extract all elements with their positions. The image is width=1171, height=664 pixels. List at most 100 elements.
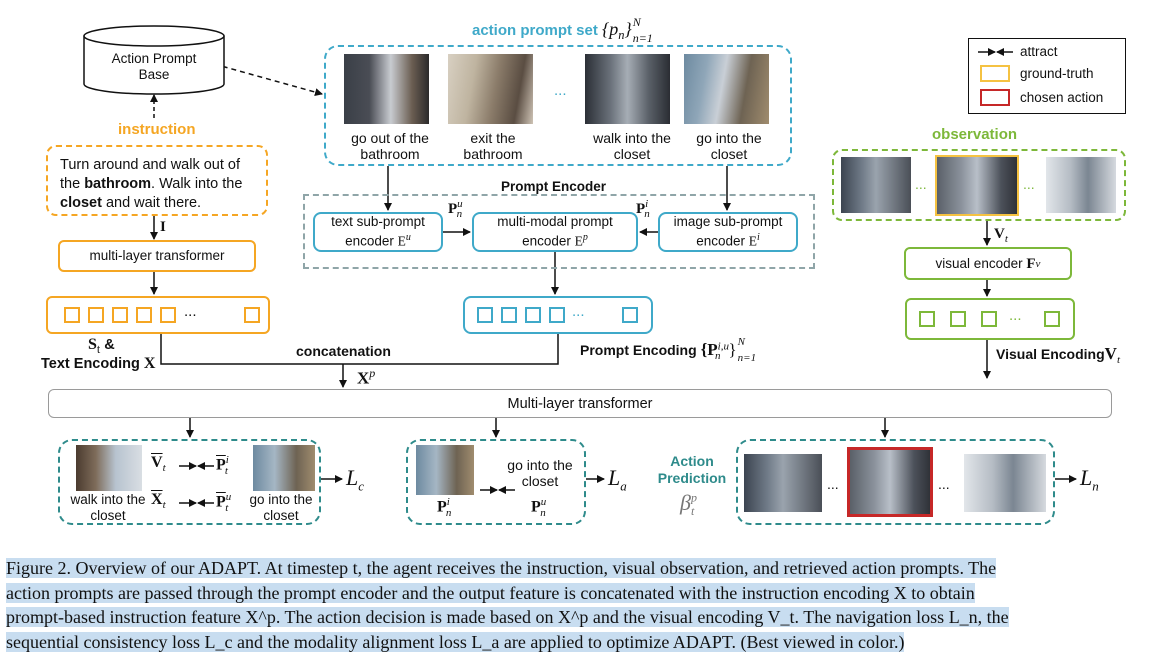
- action-prompt-set-box: [324, 45, 792, 166]
- lc-vt-sym: V: [151, 454, 163, 471]
- img-enc-sup: i: [757, 232, 760, 244]
- multi-layer-transformer-small: multi-layer transformer: [58, 240, 256, 272]
- instruction-text-a: Turn around and walk out of the: [60, 157, 241, 192]
- vt-sym: V: [994, 226, 1005, 242]
- lc-xt-sub: t: [162, 499, 166, 512]
- vis-enc-cell: [1044, 311, 1060, 327]
- prompt-encoding-text: Prompt Encoding: [580, 342, 697, 358]
- img-enc-l1: image sub-prompt: [673, 214, 783, 230]
- st-t: t: [96, 341, 101, 356]
- ln-image-1: [744, 454, 822, 512]
- pi-label: Pin: [636, 198, 650, 220]
- pi-sup: i: [645, 198, 649, 210]
- la-pun-sym: P: [531, 498, 541, 516]
- lc-right-caption: go into the closet: [249, 492, 313, 523]
- action-pred-l1: Action: [670, 453, 714, 469]
- multi-modal-prompt-encoder: multi-modal prompt encoder Ep: [472, 212, 638, 252]
- instruction-symbol: I: [160, 219, 166, 235]
- text-encoding-text: Text Encoding: [41, 356, 140, 372]
- prompt-encoding-N: N: [737, 336, 745, 348]
- text-encoding-label: Text Encoding X: [41, 355, 155, 373]
- caption-line-2: action prompts are passed through the pr…: [0, 581, 1171, 606]
- caption-line-3-text: prompt-based instruction feature X^p. Th…: [6, 607, 1009, 627]
- text-enc-sup: u: [405, 232, 411, 244]
- text-encoding-x: X: [143, 355, 156, 372]
- figure-caption: Figure 2. Overview of our ADAPT. At time…: [0, 556, 1171, 654]
- beta-label: βpt: [680, 490, 697, 519]
- vt-sub: t: [1004, 233, 1008, 245]
- la-pin-sub: n: [445, 506, 452, 519]
- text-enc-cell: [64, 307, 80, 323]
- visual-encoding-sub: t: [1116, 353, 1120, 366]
- obs-ellipsis-2: ...: [1023, 176, 1035, 192]
- legend-attract: attract: [1020, 44, 1058, 59]
- navigation-loss-box: [736, 439, 1055, 525]
- instruction-title: instruction: [118, 121, 196, 138]
- legend-gt-swatch: [980, 65, 1010, 82]
- la-pin: Pin: [437, 496, 451, 519]
- pu-label: Pun: [448, 198, 463, 220]
- lc-xt: Xt: [151, 491, 166, 511]
- obs-image-gt: [935, 155, 1019, 216]
- aps-label: action prompt set: [472, 22, 598, 39]
- la-image: [416, 445, 474, 495]
- xp-p: p: [369, 366, 376, 380]
- obs-image-3: [1046, 157, 1116, 213]
- caption-line-1-text: Figure 2. Overview of our ADAPT. At time…: [6, 558, 997, 578]
- text-enc-l2: encoder: [345, 233, 394, 249]
- lc-image-left: [76, 445, 142, 491]
- lc-put: Put: [216, 491, 231, 514]
- prompt-encoding-box: [463, 296, 653, 334]
- lc-pit-sym: P: [216, 456, 226, 474]
- prompt-encoding-label: Prompt Encoding {Pi,un} N n=1: [580, 336, 767, 364]
- text-enc-l1: text sub-prompt: [331, 214, 425, 230]
- instruction-text-closet: closet: [60, 195, 102, 211]
- prompt-enc-cell: [622, 307, 638, 323]
- pu-sup: u: [457, 198, 463, 210]
- prompt-enc-cell: [549, 307, 565, 323]
- legend: [968, 38, 1126, 114]
- text-enc-cell: [244, 307, 260, 323]
- st-amp: &: [104, 337, 115, 353]
- lc-vt-sub: t: [162, 462, 166, 475]
- aps-subtail: n=1: [632, 31, 653, 45]
- la-pun-sup: u: [540, 496, 547, 508]
- prompt-enc-ellipsis: ...: [572, 303, 585, 320]
- obs-image-1: [841, 157, 911, 213]
- visual-encoder-sym: F: [1026, 255, 1036, 272]
- caption-line-3: prompt-based instruction feature X^p. Th…: [0, 605, 1171, 630]
- visual-encoding-box: [905, 298, 1075, 340]
- action-prediction-label: Action Prediction: [652, 453, 732, 487]
- prompt-caption-2: walk into the closet: [593, 130, 671, 162]
- instruction-text-c: and wait there.: [101, 195, 202, 211]
- pu-sym: P: [448, 201, 458, 217]
- beta-sub: t: [690, 504, 695, 519]
- multi-layer-transformer: Multi-layer transformer: [48, 389, 1112, 418]
- beta-sup: p: [690, 490, 697, 505]
- pi-sym: P: [636, 201, 646, 217]
- legend-chosen: chosen action: [1020, 90, 1104, 105]
- prompt-enc-cell: [525, 307, 541, 323]
- lc-pit-sup: i: [225, 454, 229, 466]
- aps-math: {p: [602, 19, 619, 39]
- la-text: go into the closet: [507, 457, 573, 489]
- lc-pit: Pit: [216, 454, 229, 477]
- prompt-encoder-box: [303, 194, 815, 269]
- xp-x: X: [357, 368, 370, 388]
- lc-pit-sub: t: [224, 464, 228, 477]
- vis-enc-cell: [981, 311, 997, 327]
- concatenation-label: concatenation: [296, 343, 391, 359]
- legend-gt: ground-truth: [1020, 66, 1094, 81]
- loss-c-sub: c: [358, 478, 365, 494]
- visual-encoder-text: visual encoder: [935, 255, 1023, 271]
- obs-ellipsis-1: ...: [915, 176, 927, 192]
- vt-label: Vt: [994, 226, 1008, 245]
- consistency-loss-box: [58, 439, 321, 525]
- lc-left-caption: walk into the closet: [70, 492, 146, 523]
- prompt-image-closet-2: [684, 54, 769, 124]
- observation-title: observation: [932, 126, 1018, 143]
- loss-n-L: L: [1080, 465, 1093, 490]
- loss-a-L: L: [608, 465, 621, 490]
